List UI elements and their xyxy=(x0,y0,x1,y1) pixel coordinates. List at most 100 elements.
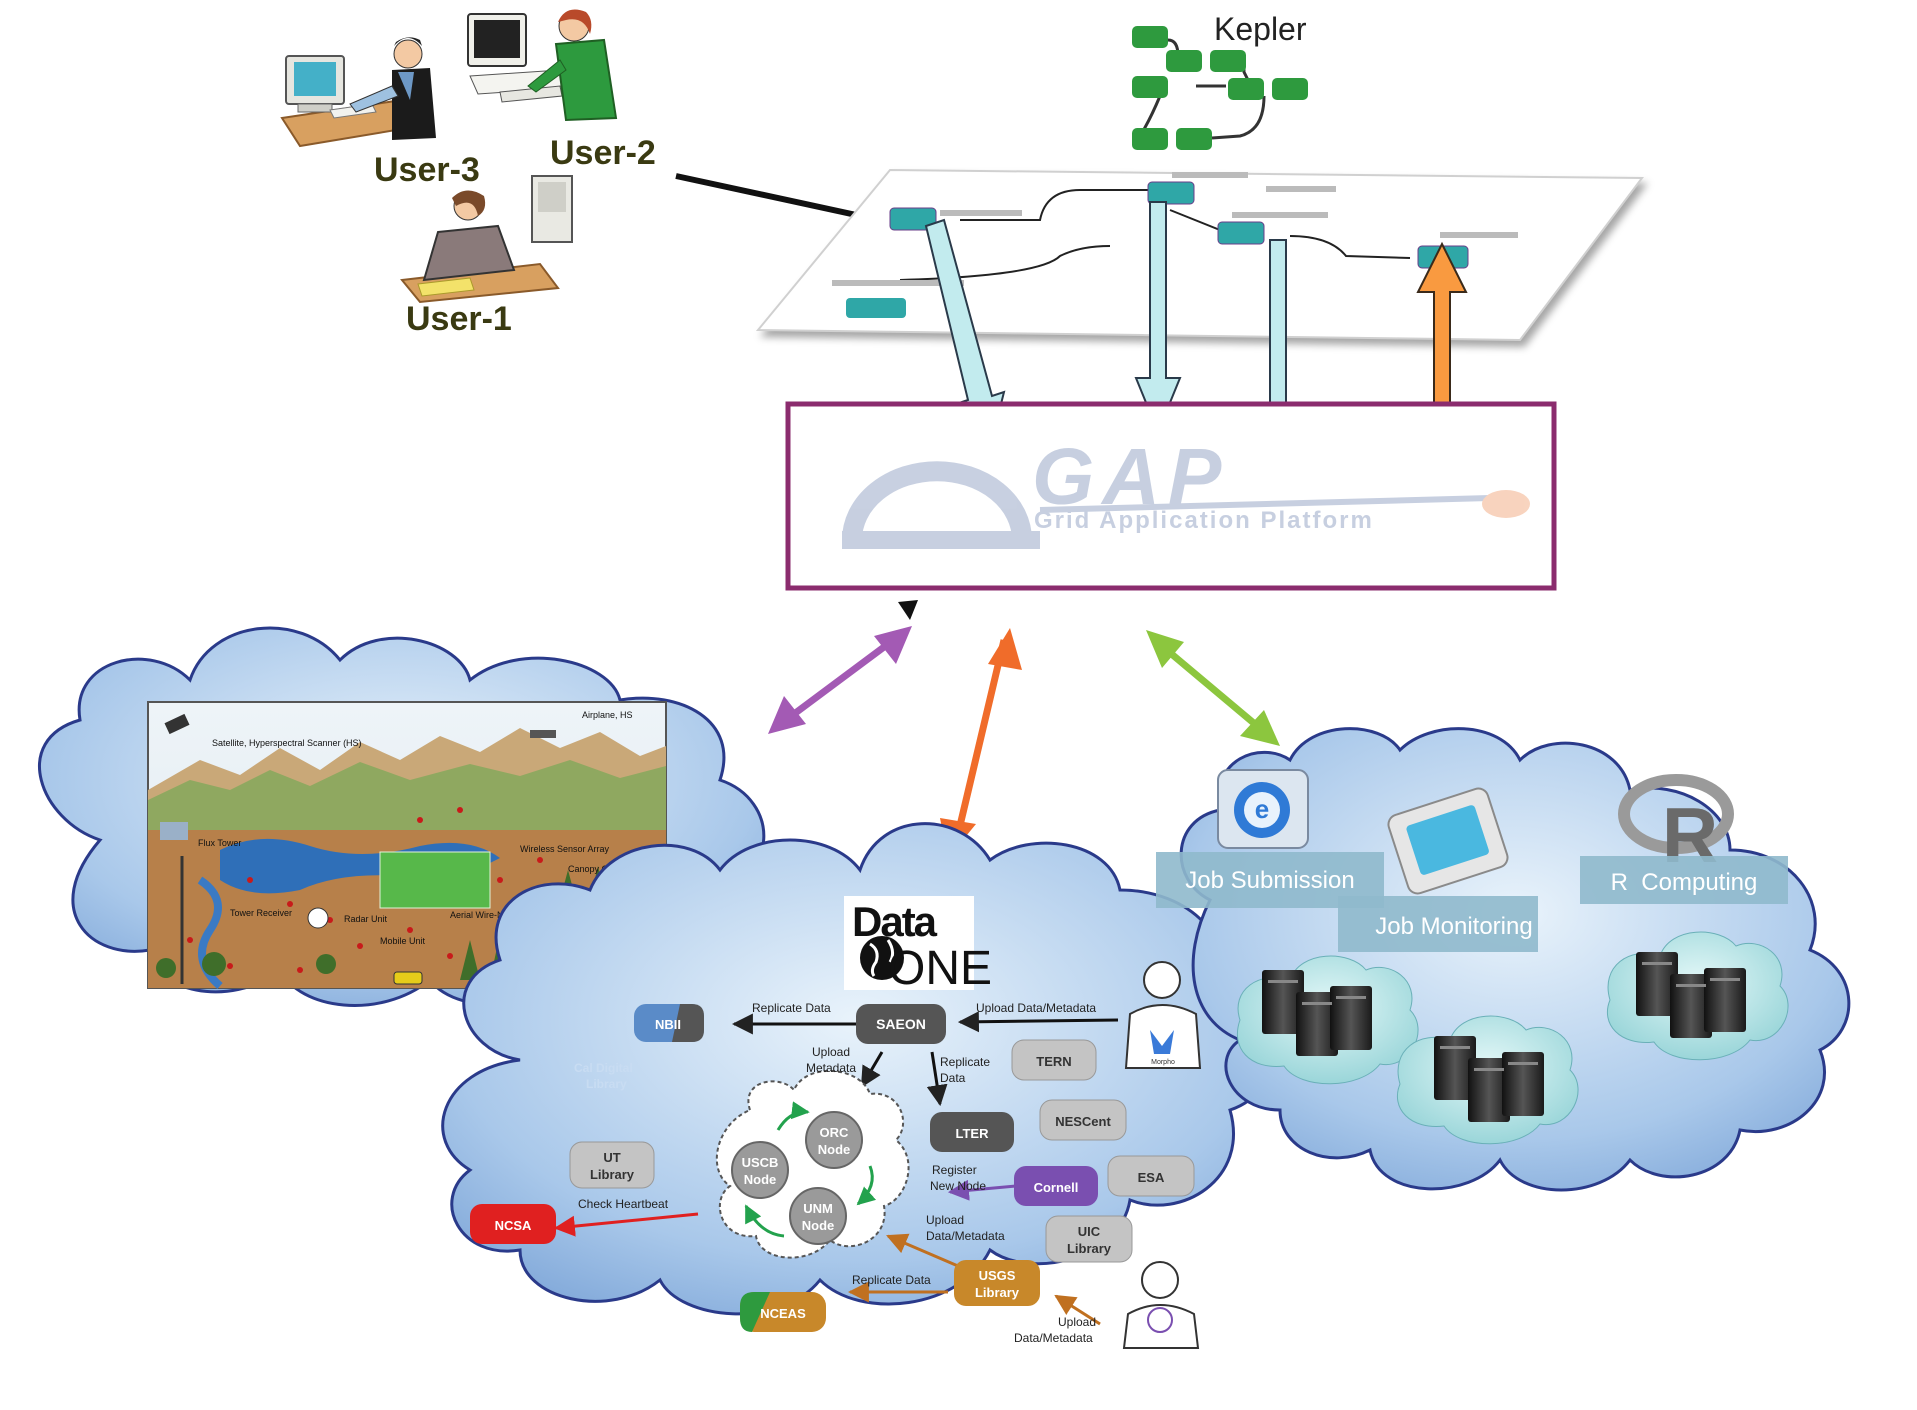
cornell-box: Cornell xyxy=(1014,1166,1098,1206)
edge-upload-top: Upload Data/Metadata xyxy=(976,1001,1096,1015)
usgs-label-2: Library xyxy=(975,1285,1020,1300)
workflow-actor-5 xyxy=(846,298,906,318)
server-cluster-3 xyxy=(1606,931,1789,1061)
kepler-node-5 xyxy=(1228,78,1264,100)
server-cluster-1 xyxy=(1236,955,1419,1085)
job-monitoring-label: Job Monitoring xyxy=(1375,913,1532,940)
server-icon xyxy=(1434,1036,1544,1122)
gap-platform-box: GAP Grid Application Platform xyxy=(785,401,1557,591)
unm-node xyxy=(789,1187,847,1245)
orc-node-label-2: Node xyxy=(818,1142,851,1157)
user-1-label: User-1 xyxy=(406,300,512,338)
lter-box: LTER xyxy=(930,1112,1014,1152)
uic-label-2: Library xyxy=(1067,1241,1112,1256)
purple-double-arrow xyxy=(768,626,912,734)
unm-node-label-1: UNM xyxy=(803,1201,833,1216)
label-flux-tower: Flux Tower xyxy=(198,838,241,848)
nceas-label: NCEAS xyxy=(760,1306,806,1321)
ut-label-1: UT xyxy=(603,1150,620,1165)
esa-box: ESA xyxy=(1107,1155,1195,1197)
kepler-title: Kepler xyxy=(1214,11,1307,47)
workflow-actor-2 xyxy=(1147,181,1195,205)
server-cluster-2 xyxy=(1396,1015,1579,1145)
user-1-illustration xyxy=(400,175,573,304)
edge-upload-dm-2: Data/Metadata xyxy=(926,1229,1005,1243)
ut-library-box: UT Library xyxy=(569,1141,655,1189)
core-node-cluster: ORC Node USCB Node UNM Node xyxy=(715,1069,910,1259)
label-tower-receiver: Tower Receiver xyxy=(230,908,292,918)
orc-node-label-1: ORC xyxy=(820,1125,850,1140)
kepler-node-6 xyxy=(1272,78,1308,100)
user-3-illustration xyxy=(280,37,436,148)
green-double-arrow xyxy=(1146,630,1280,746)
gap-subtitle: Grid Application Platform xyxy=(1034,507,1374,534)
user-2-label: User-2 xyxy=(550,134,656,172)
job-monitoring-icon xyxy=(1387,787,1509,895)
kepler-node-3 xyxy=(1210,50,1246,72)
label-mobile-unit: Mobile Unit xyxy=(380,936,426,946)
nbii-box: NBII xyxy=(634,1004,704,1042)
svg-text:e: e xyxy=(1255,794,1269,824)
unm-node-label-2: Node xyxy=(802,1218,835,1233)
job-submission-label: Job Submission xyxy=(1185,867,1354,894)
ncsa-box: NCSA xyxy=(470,1204,556,1244)
edge-replicate-1: Replicate xyxy=(940,1055,990,1069)
workflow-actor-3 xyxy=(1217,221,1265,245)
job-monitoring-label-box: Job Monitoring xyxy=(1338,896,1538,952)
dataone-edges xyxy=(553,1011,1119,1326)
server-icon xyxy=(1262,970,1372,1056)
cal-digital-label-1: Cal Digital xyxy=(574,1061,633,1075)
label-canopy-crane: Canopy Crane xyxy=(568,864,626,874)
kepler-node-4 xyxy=(1132,76,1168,98)
nceas-box: NCEAS xyxy=(740,1292,826,1332)
label-radar-unit: Radar Unit xyxy=(344,914,388,924)
usgs-library-box: USGS Library xyxy=(954,1260,1040,1306)
edge-upload-meta-1: Upload xyxy=(812,1045,850,1059)
gap-logo-ring xyxy=(842,461,1032,541)
uscb-node xyxy=(731,1141,789,1199)
edge-replicate-bottom: Replicate Data xyxy=(852,1273,931,1287)
workflow-actor-1 xyxy=(889,207,937,231)
orange-arrow-up xyxy=(1416,241,1468,409)
usgs-label-1: USGS xyxy=(979,1268,1016,1283)
nescent-box: NESCent xyxy=(1039,1099,1127,1141)
dataone-logo-top: Data xyxy=(852,898,938,945)
job-submission-icon: e xyxy=(1217,769,1309,849)
edge-register-1: Register xyxy=(932,1163,977,1177)
ut-label-2: Library xyxy=(590,1167,635,1182)
compute-cloud: e R Job Submission Job Monitoring R Comp… xyxy=(1156,727,1851,1192)
label-wireless-sensor-array: Wireless Sensor Array xyxy=(520,844,610,854)
morpho-user-icon: Morpho xyxy=(1124,961,1202,1069)
kepler-node-2 xyxy=(1166,50,1202,72)
edge-upload-dm-1: Upload xyxy=(926,1213,964,1227)
kepler-logo: Kepler xyxy=(1132,11,1308,150)
dataone-logo-bottom: ONE xyxy=(888,942,992,995)
label-airplane: Airplane, HS xyxy=(582,710,633,720)
label-satellite: Satellite, Hyperspectral Scanner (HS) xyxy=(212,738,362,748)
saeon-label: SAEON xyxy=(876,1016,926,1032)
uic-label-1: UIC xyxy=(1078,1224,1101,1239)
server-icon xyxy=(1636,952,1746,1038)
nescent-label: NESCent xyxy=(1055,1114,1111,1129)
user-2-illustration xyxy=(467,9,618,122)
user-3-label: User-3 xyxy=(374,151,480,189)
uscb-node-label-1: USCB xyxy=(742,1155,779,1170)
users-group: User-3 User-2 User-1 xyxy=(280,9,902,338)
edge-replicate-top: Replicate Data xyxy=(752,1001,831,1015)
nbii-label: NBII xyxy=(655,1017,681,1032)
tern-label: TERN xyxy=(1036,1054,1071,1069)
cal-digital-label-2: Library xyxy=(586,1077,627,1091)
edge-heartbeat: Check Heartbeat xyxy=(578,1197,669,1211)
lter-label: LTER xyxy=(956,1126,990,1141)
client-user-icon xyxy=(1122,1261,1200,1349)
sensor-network-illustration: Satellite, Hyperspectral Scanner (HS) Ai… xyxy=(147,701,667,990)
esa-label: ESA xyxy=(1138,1170,1165,1185)
dataone-cloud: Data ONE ORC Node USCB Node UN xyxy=(441,822,1272,1349)
label-aerial-wire-network: Aerial Wire-Network xyxy=(450,910,531,920)
saeon-box: SAEON xyxy=(856,1004,946,1044)
uscb-node-label-2: Node xyxy=(744,1172,777,1187)
uic-library-box: UIC Library xyxy=(1045,1215,1133,1263)
edge-upload-bottom-1: Upload xyxy=(1058,1315,1096,1329)
tern-box: TERN xyxy=(1011,1039,1097,1081)
workflow-to-gap-arrows xyxy=(924,201,1468,473)
